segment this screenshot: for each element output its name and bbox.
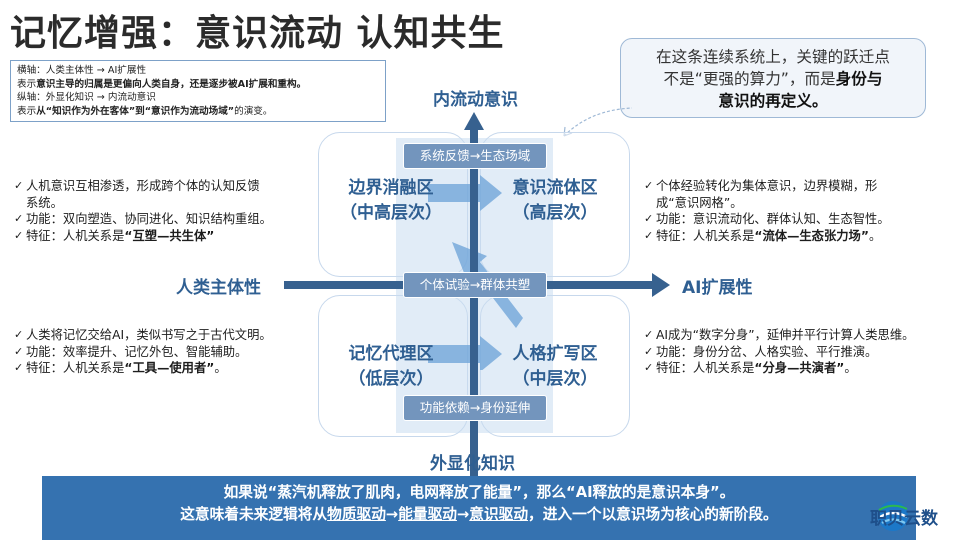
pill-bottom: 功能依赖→身份延伸 [403, 395, 547, 421]
axis-label-right: AI扩展性 [682, 278, 753, 298]
list-item-continued: 成“意识网格”。 [656, 195, 743, 210]
callout-line-2: 不是“更强的算力”，而是身份与 [663, 70, 883, 88]
description-bottom-right: AI成为“数字分身”，延伸并平行计算人类思维。 功能：身份分岔、人格实验、平行推… [644, 327, 950, 377]
list-item: 人机意识互相渗透，形成跨个体的认知反馈 [14, 178, 310, 195]
list-item: 特征：人机关系是“工具—使用者”。 [14, 360, 314, 377]
callout-line-1: 在这条连续系统上，关键的跃迁点 [656, 48, 890, 66]
logo-text: 职贝云数 [870, 509, 938, 529]
list-item: 功能：意识流动化、群体认知、生态智性。 [644, 211, 944, 228]
list-item: 人类将记忆交给AI，类似书写之于古代文明。 [14, 327, 314, 344]
legend-line-3: 纵轴：外显化知识 → 内流动意识 [17, 92, 156, 104]
banner-line-1: 如果说“蒸汽机释放了肌肉，电网释放了能量”，那么“AI释放的是意识本身”。 [223, 484, 735, 501]
pill-top: 系统反馈→生态场域 [403, 143, 547, 169]
quadrant-label-bottom-left: 记忆代理区（低层次） [348, 344, 434, 389]
legend-line-4: 表示从“知识作为外在客体”到“意识作为流动场域”的演变。 [17, 105, 273, 117]
axis-legend-box: 横轴：人类主体性 → AI扩展性 表示意识主导的归属是更偏向人类自身，还是逐步被… [10, 60, 386, 122]
list-item-continued: 系统。 [26, 195, 63, 210]
axis-label-bottom: 外显化知识 [430, 454, 515, 474]
list-item: 特征：人机关系是“流体—生态张力场”。 [644, 228, 944, 245]
bottom-banner: 如果说“蒸汽机释放了肌肉，电网释放了能量”，那么“AI释放的是意识本身”。 这意… [42, 476, 916, 540]
list-item: 特征：人机关系是“互塑—共生体” [14, 228, 310, 245]
axis-label-top: 内流动意识 [433, 90, 518, 110]
axis-label-left: 人类主体性 [176, 278, 261, 298]
list-item: 个体经验转化为集体意识，边界模糊，形 [644, 178, 944, 195]
list-item: AI成为“数字分身”，延伸并平行计算人类思维。 [644, 327, 950, 344]
page-title: 记忆增强：意识流动 认知共生 [10, 13, 505, 54]
vertical-axis [470, 128, 478, 476]
quadrant-label-bottom-right: 人格扩写区（中层次） [512, 344, 598, 389]
quadrant-label-top-left: 边界消融区（中高层次） [340, 178, 442, 223]
quadrant-label-top-right: 意识流体区（高层次） [512, 178, 598, 223]
list-item: 功能：双向塑造、协同进化、知识结构重组。 [14, 211, 310, 228]
description-bottom-left: 人类将记忆交给AI，类似书写之于古代文明。 功能：效率提升、记忆外包、智能辅助。… [14, 327, 314, 377]
pill-middle: 个体试验→群体共塑 [403, 272, 547, 298]
upper-flow-arrow [428, 175, 502, 211]
horizontal-axis-arrowhead [652, 273, 670, 297]
list-item: 功能：效率提升、记忆外包、智能辅助。 [14, 344, 314, 361]
description-top-left: 人机意识互相渗透，形成跨个体的认知反馈 系统。 功能：双向塑造、协同进化、知识结… [14, 178, 310, 244]
callout-bubble: 在这条连续系统上，关键的跃迁点 不是“更强的算力”，而是身份与 意识的再定义。 [620, 38, 926, 118]
list-item: 功能：身份分岔、人格实验、平行推演。 [644, 344, 950, 361]
legend-line-2: 表示意识主导的归属是更偏向人类自身，还是逐步被AI扩展和重构。 [17, 78, 307, 90]
banner-line-2: 这意味着未来逻辑将从物质驱动→能量驱动→意识驱动，进入一个以意识场为核心的新阶段… [180, 506, 778, 523]
description-top-right: 个体经验转化为集体意识，边界模糊，形 成“意识网格”。 功能：意识流动化、群体认… [644, 178, 944, 244]
legend-line-1: 横轴：人类主体性 → AI扩展性 [17, 65, 147, 76]
callout-line-3: 意识的再定义。 [718, 92, 828, 110]
vertical-axis-arrowhead [464, 112, 484, 130]
logo-emblem [878, 501, 908, 531]
lower-flow-arrow [428, 336, 502, 370]
list-item: 特征：人机关系是“分身—共演者”。 [644, 360, 950, 377]
